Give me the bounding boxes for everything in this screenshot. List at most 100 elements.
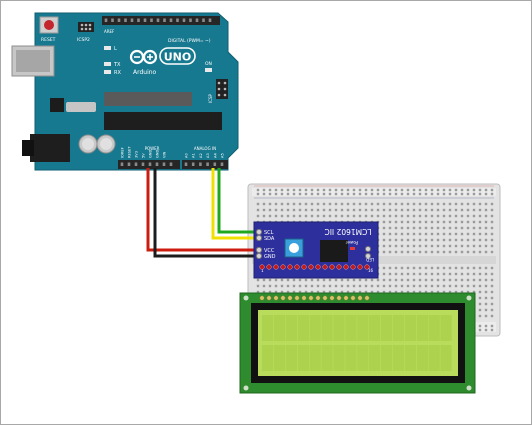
breadboard-hole xyxy=(316,188,320,192)
header-pin[interactable] xyxy=(184,162,188,167)
potentiometer-knob[interactable] xyxy=(289,243,299,253)
header-pin[interactable] xyxy=(141,162,145,167)
header-pin[interactable] xyxy=(191,162,195,167)
breadboard-hole xyxy=(328,188,332,192)
breadboard-hole xyxy=(394,238,398,242)
analog-label: ANALOG IN xyxy=(194,146,216,151)
breadboard-hole xyxy=(382,192,386,196)
header-pin[interactable] xyxy=(206,162,209,167)
breadboard-hole xyxy=(346,284,350,288)
breadboard-hole xyxy=(448,284,452,288)
breadboard-hole xyxy=(490,226,494,230)
breadboard-hole xyxy=(316,284,320,288)
breadboard-hole xyxy=(400,232,404,236)
breadboard-hole xyxy=(298,284,302,288)
breadboard-hole xyxy=(466,266,470,270)
reset-label: RESET xyxy=(41,37,56,43)
breadboard-hole xyxy=(382,278,386,282)
digital-pin[interactable] xyxy=(143,18,147,23)
breadboard-hole xyxy=(466,208,470,212)
breadboard-hole xyxy=(382,214,386,218)
breadboard-hole xyxy=(394,250,398,254)
digital-pin[interactable] xyxy=(111,18,114,23)
breadboard-hole xyxy=(466,214,470,218)
breadboard-hole xyxy=(412,250,416,254)
breadboard-hole xyxy=(472,220,476,224)
header-pin[interactable] xyxy=(199,162,202,167)
breadboard-hole xyxy=(292,192,296,196)
tx-label: TX xyxy=(113,62,121,68)
breadboard-hole xyxy=(286,284,290,288)
breadboard-hole xyxy=(400,272,404,276)
digital-pin[interactable] xyxy=(117,18,121,23)
breadboard-hole xyxy=(412,232,416,236)
breadboard-hole xyxy=(460,238,464,242)
breadboard-hole xyxy=(274,192,278,196)
breadboard-hole xyxy=(262,208,266,212)
breadboard-hole xyxy=(478,266,482,270)
digital-pin[interactable] xyxy=(104,18,108,23)
header-pin[interactable] xyxy=(134,162,138,167)
breadboard-hole xyxy=(478,296,482,300)
breadboard-hole xyxy=(466,278,470,282)
breadboard-hole xyxy=(454,220,458,224)
header-pin[interactable] xyxy=(169,162,173,167)
header-pin[interactable] xyxy=(155,162,159,167)
lcd-character-cell xyxy=(262,315,274,341)
led-jumper-pin-a[interactable] xyxy=(365,246,371,252)
breadboard-hole xyxy=(280,278,284,282)
breadboard-hole xyxy=(352,188,356,192)
digital-pin[interactable] xyxy=(176,18,179,23)
breadboard-hole xyxy=(460,244,464,248)
header-pin[interactable] xyxy=(120,162,124,167)
breadboard-hole xyxy=(424,250,428,254)
breadboard-hole xyxy=(382,232,386,236)
digital-pin[interactable] xyxy=(163,18,166,23)
i2c-header-pin xyxy=(364,264,370,270)
led-jumper-pin-b[interactable] xyxy=(365,253,371,259)
breadboard-hole xyxy=(256,192,260,196)
atmega-microcontroller xyxy=(104,112,222,130)
digital-pin[interactable] xyxy=(195,18,199,23)
breadboard-hole xyxy=(406,188,410,192)
breadboard-hole xyxy=(364,202,368,206)
digital-pin[interactable] xyxy=(189,18,192,23)
digital-header xyxy=(102,16,220,25)
breadboard-hole xyxy=(460,192,464,196)
header-pin[interactable] xyxy=(148,162,152,167)
icsp2-label: ICSP2 xyxy=(77,37,90,43)
digital-pin[interactable] xyxy=(169,18,173,23)
breadboard-hole xyxy=(304,202,308,206)
lcd-character-cell xyxy=(381,315,393,341)
breadboard-hole xyxy=(280,214,284,218)
digital-pin[interactable] xyxy=(202,18,205,23)
digital-pin[interactable] xyxy=(150,18,153,23)
digital-pin[interactable] xyxy=(156,18,160,23)
header-pin[interactable] xyxy=(127,162,131,167)
power-pin-label: GND xyxy=(156,150,160,158)
digital-pin[interactable] xyxy=(182,18,186,23)
breadboard-hole xyxy=(478,278,482,282)
breadboard-hole xyxy=(484,226,488,230)
header-pin[interactable] xyxy=(213,162,217,167)
breadboard-hole xyxy=(424,290,428,294)
breadboard-hole xyxy=(328,290,332,294)
header-pin[interactable] xyxy=(220,162,224,167)
breadboard-hole xyxy=(358,214,362,218)
pin16-label: 16 xyxy=(368,268,374,273)
led-l xyxy=(104,46,111,50)
breadboard-hole xyxy=(394,278,398,282)
lcd-character-cell xyxy=(416,315,428,341)
breadboard-hole xyxy=(310,188,314,192)
lcd-character-cell xyxy=(309,345,321,371)
digital-pin[interactable] xyxy=(130,18,134,23)
digital-pin[interactable] xyxy=(208,18,212,23)
breadboard-hole xyxy=(340,208,344,212)
digital-pin[interactable] xyxy=(137,18,140,23)
breadboard-hole xyxy=(454,208,458,212)
reset-button-cap[interactable] xyxy=(44,20,54,30)
header-pin[interactable] xyxy=(162,162,166,167)
breadboard-hole xyxy=(442,244,446,248)
digital-pin[interactable] xyxy=(124,18,127,23)
lcd-character-cell xyxy=(381,345,393,371)
